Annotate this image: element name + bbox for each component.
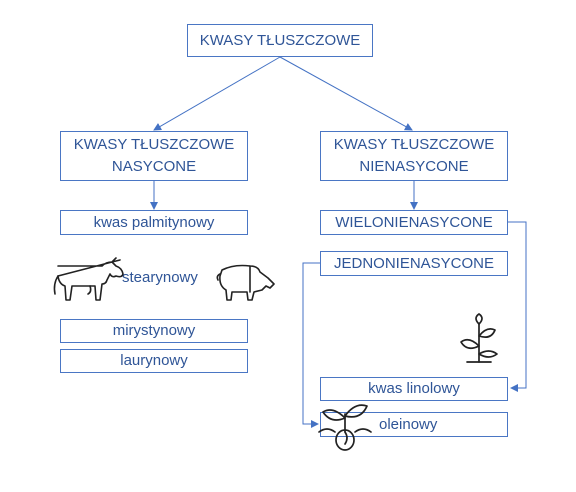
sprout-seed-icon xyxy=(318,404,372,451)
linoleic-box: kwas linolowy xyxy=(320,377,508,401)
palmitic-label: kwas palmitynowy xyxy=(93,213,215,231)
cow-icon xyxy=(53,257,124,301)
stearic-label: stearynowy xyxy=(122,269,198,286)
saturated-label-line1: KWASY TŁUSZCZOWE xyxy=(73,136,235,153)
myristic-box: mirystynowy xyxy=(60,319,248,343)
linoleic-label: kwas linolowy xyxy=(368,380,460,397)
arrow-root-to-saturated xyxy=(153,56,281,131)
myristic-label: mirystynowy xyxy=(112,322,196,339)
root-box: KWASY TŁUSZCZOWE xyxy=(187,24,373,57)
pig-icon xyxy=(216,264,275,301)
poly-label: WIELONIENASYCONE xyxy=(335,213,493,231)
saturated-box: KWASY TŁUSZCZOWE NASYCONE xyxy=(60,131,248,181)
mono-box: JEDNONIENASYCONE xyxy=(320,251,508,276)
lauric-label: laurynowy xyxy=(120,352,188,369)
arrow-poly-to-linoleic xyxy=(508,221,527,392)
lauric-box: laurynowy xyxy=(60,349,248,373)
palmitic-box: kwas palmitynowy xyxy=(60,210,248,235)
poly-box: WIELONIENASYCONE xyxy=(320,210,508,235)
oleic-label: oleinowy xyxy=(379,415,438,433)
arrow-root-to-unsaturated xyxy=(279,56,413,131)
plant-icon xyxy=(460,313,498,363)
unsaturated-label-line1: KWASY TŁUSZCZOWE xyxy=(333,136,495,153)
unsaturated-label-line2: NIENASYCONE xyxy=(359,158,469,175)
saturated-label-line2: NASYCONE xyxy=(111,158,197,175)
root-label: KWASY TŁUSZCZOWE xyxy=(199,31,361,49)
mono-label: JEDNONIENASYCONE xyxy=(333,254,495,272)
unsaturated-box: KWASY TŁUSZCZOWE NIENASYCONE xyxy=(320,131,508,181)
arrow-mono-to-oleic xyxy=(302,262,320,428)
